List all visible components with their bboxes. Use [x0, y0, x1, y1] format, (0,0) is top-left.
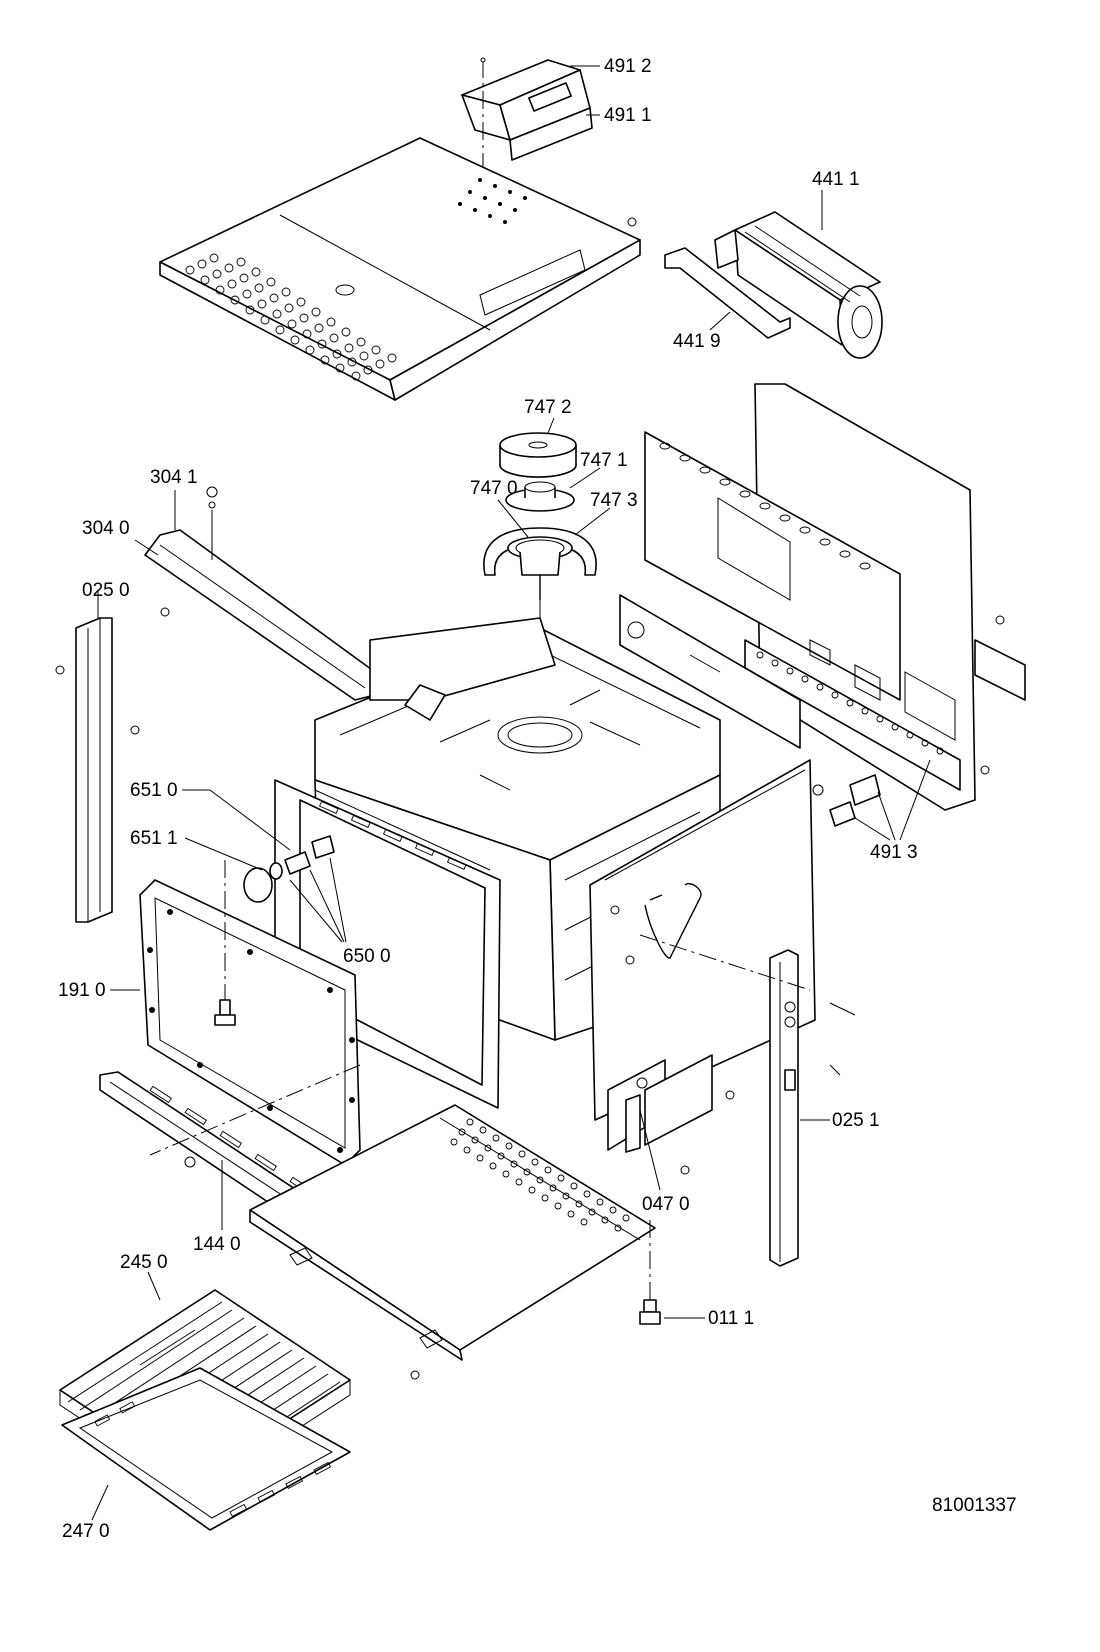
rear-panel — [644, 383, 976, 811]
part-label-3041: 304 1 — [150, 467, 198, 488]
drawing-number: 81001337 — [932, 1495, 1017, 1516]
baking-tray — [61, 1367, 351, 1531]
part-label-4411: 441 1 — [812, 169, 860, 190]
part-label-3040: 304 0 — [82, 518, 130, 539]
front-left-strip — [55, 617, 140, 923]
cooling-fan-motor — [714, 211, 883, 359]
top-cover-panel — [159, 137, 641, 401]
part-label-4913: 491 3 — [870, 842, 918, 863]
motor-bracket — [664, 247, 791, 339]
part-label-7473: 747 3 — [590, 490, 638, 511]
rear-bracket-small — [974, 615, 1026, 775]
part-label-4419: 441 9 — [673, 331, 721, 352]
part-label-6500: 650 0 — [343, 946, 391, 967]
part-label-7470: 747 0 — [470, 478, 518, 499]
part-label-0250: 025 0 — [82, 580, 130, 601]
part-label-4911: 491 1 — [604, 105, 652, 126]
front-right-strip — [769, 949, 799, 1267]
bottom-panel — [249, 1104, 656, 1380]
part-label-0251: 025 1 — [832, 1110, 880, 1131]
rear-inner-panel — [619, 594, 801, 749]
part-label-6511: 651 1 — [130, 828, 178, 849]
part-label-0111: 011 1 — [708, 1308, 754, 1329]
part-label-0470: 047 0 — [642, 1194, 690, 1215]
part-label-2470: 247 0 — [62, 1521, 110, 1542]
part-label-6510: 651 0 — [130, 780, 178, 801]
burner-cap — [499, 432, 577, 478]
part-label-2450: 245 0 — [120, 1252, 168, 1273]
door-seal — [139, 879, 361, 1166]
part-label-1910: 191 0 — [58, 980, 106, 1001]
burner-head — [483, 527, 597, 600]
burner-spreader — [505, 481, 575, 512]
clip-part — [812, 774, 881, 827]
part-label-1440: 144 0 — [193, 1234, 241, 1255]
bottom-bolt — [639, 1220, 661, 1325]
part-label-7471: 747 1 — [580, 450, 628, 471]
part-label-4912: 491 2 — [604, 56, 652, 77]
right-side-panel — [589, 759, 816, 1121]
side-rail — [144, 486, 376, 701]
part-label-7472: 747 2 — [524, 397, 572, 418]
left-mount-bolt — [214, 860, 236, 1026]
right-hinge-bracket — [607, 1054, 735, 1175]
